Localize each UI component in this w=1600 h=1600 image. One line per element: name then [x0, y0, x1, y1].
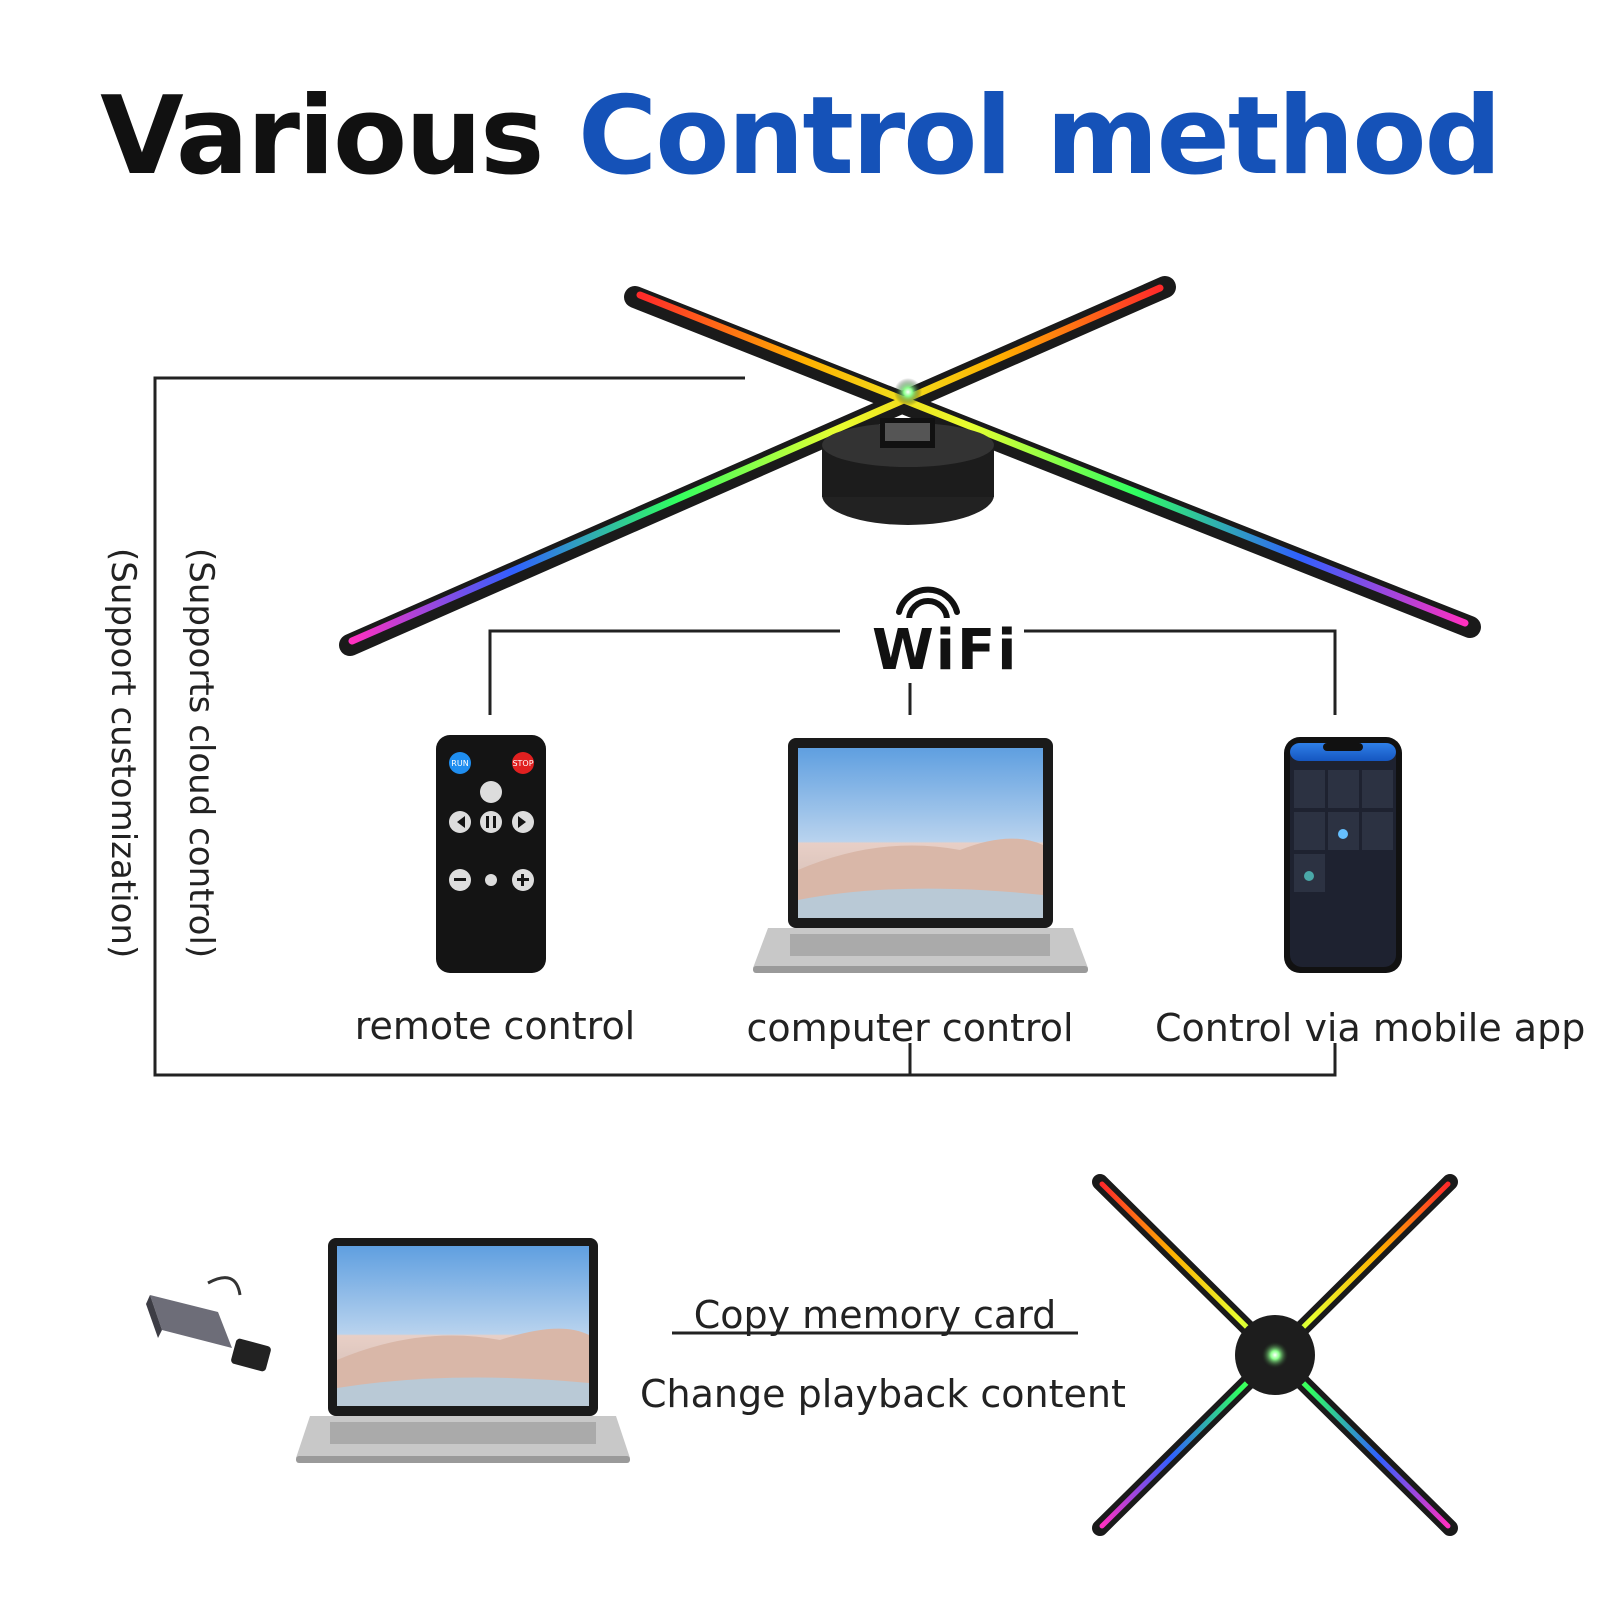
method-label-mobile: Control via mobile app: [1155, 1006, 1586, 1050]
usb-card-reader-icon: [146, 1276, 271, 1372]
outer-loop-line: [153, 376, 1337, 1077]
wifi-right-line: [985, 629, 1337, 715]
remote-run-label: RUN: [451, 759, 468, 768]
support-customization-label: (Support customization): [103, 548, 143, 959]
hologram-fan-icon: [1092, 1174, 1458, 1536]
connector-lines: [153, 376, 1337, 1335]
laptop-icon: [753, 738, 1088, 973]
remote-stop-label: STOP: [512, 759, 533, 768]
smartphone-icon: [1284, 737, 1402, 973]
cloud-control-label: (Supports cloud control): [181, 548, 221, 959]
copy-memory-card-label: Copy memory card: [693, 1293, 1057, 1337]
page-title: Various Control method: [0, 77, 1600, 197]
wifi-label: WiFi: [866, 618, 1025, 683]
title-part-dark: Various: [100, 74, 544, 199]
hologram-fan-icon: [339, 276, 1481, 656]
title-part-blue: Control method: [577, 74, 1502, 199]
remote-control-icon: RUN STOP: [436, 735, 546, 973]
laptop-icon: [296, 1238, 630, 1463]
method-label-remote: remote control: [354, 1004, 636, 1048]
change-playback-label: Change playback content: [640, 1372, 1126, 1416]
method-label-computer: computer control: [746, 1006, 1074, 1050]
wifi-left-line: [488, 629, 840, 715]
